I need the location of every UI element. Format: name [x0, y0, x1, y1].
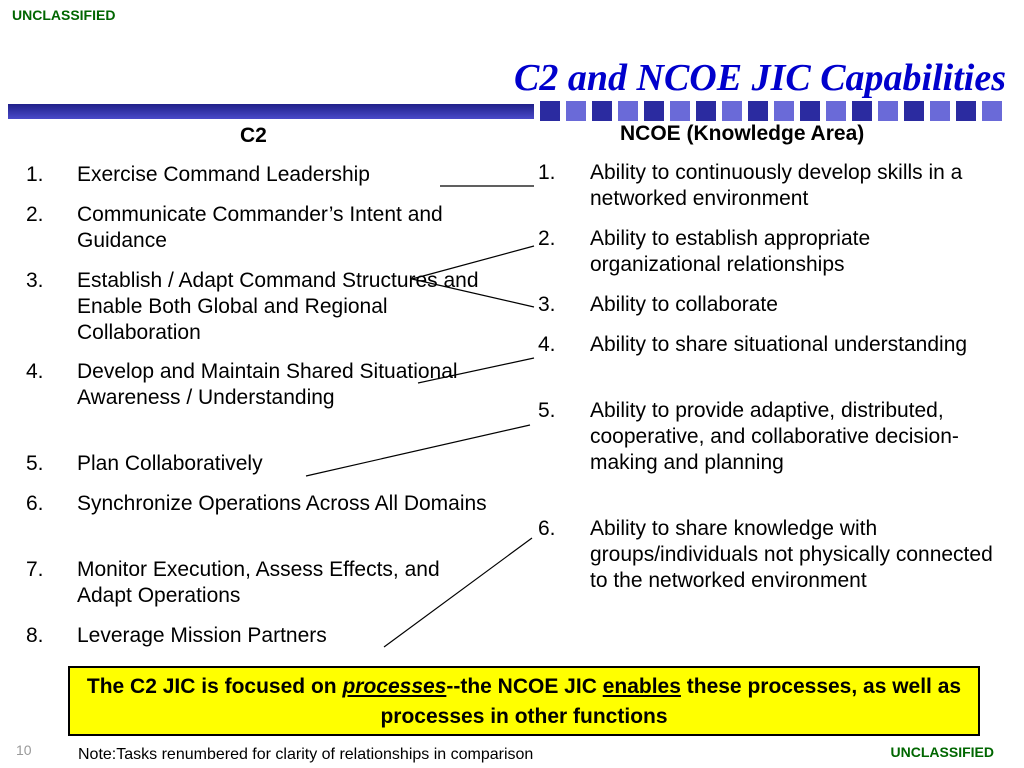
- ncoe-item-number: 2.: [538, 227, 556, 250]
- title-bar-square: [930, 101, 950, 121]
- c2-item-text: Establish / Adapt Command Structures and…: [77, 269, 479, 344]
- classification-bottom: UNCLASSIFIED: [890, 744, 994, 760]
- summary-text-part1: The C2 JIC is focused on: [86, 675, 343, 698]
- title-bar-square: [670, 101, 690, 121]
- title-bar-square: [592, 101, 612, 121]
- ncoe-item-text: Ability to continuously develop skills i…: [590, 161, 963, 210]
- ncoe-item-text: Ability to share situational understandi…: [590, 333, 968, 356]
- c2-item-number: 7.: [26, 558, 44, 581]
- summary-text-part3: these processes, as well as processes in…: [380, 675, 962, 728]
- ncoe-item-text: Ability to collaborate: [590, 293, 778, 316]
- c2-item-text: Monitor Execution, Assess Effects, and A…: [77, 558, 440, 607]
- c2-item-text: Develop and Maintain Shared Situational …: [77, 360, 458, 409]
- title-bar-square: [618, 101, 638, 121]
- title-bar-square: [644, 101, 664, 121]
- c2-item-text: Synchronize Operations Across All Domain…: [77, 492, 487, 515]
- title-bar-square: [982, 101, 1002, 121]
- connector-line: [417, 357, 535, 384]
- summary-emphasis-enables: enables: [602, 675, 681, 698]
- c2-item-number: 2.: [26, 203, 44, 226]
- title-bar-stripe: [8, 104, 534, 119]
- title-bar-square: [722, 101, 742, 121]
- title-bar-square: [774, 101, 794, 121]
- c2-item-number: 1.: [26, 163, 44, 186]
- title-bar-square: [566, 101, 586, 121]
- ncoe-item-number: 1.: [538, 161, 556, 184]
- ncoe-item-number: 3.: [538, 293, 556, 316]
- ncoe-item-text: Ability to establish appropriate organiz…: [590, 227, 871, 276]
- c2-item-text: Communicate Commander’s Intent and Guida…: [77, 203, 443, 252]
- title-bar-square: [826, 101, 846, 121]
- connector-line: [383, 537, 533, 648]
- ncoe-item-number: 5.: [538, 399, 556, 422]
- connector-line: [411, 245, 535, 280]
- summary-box: The C2 JIC is focused on processes--the …: [68, 666, 980, 736]
- c2-item-text: Leverage Mission Partners: [77, 624, 327, 647]
- title-bar-square: [904, 101, 924, 121]
- c2-item-number: 3.: [26, 269, 44, 292]
- c2-item-text: Plan Collaboratively: [77, 452, 263, 475]
- title-bar-square: [800, 101, 820, 121]
- ncoe-item-text: Ability to share knowledge with groups/i…: [590, 517, 993, 592]
- ncoe-item-number: 4.: [538, 333, 556, 356]
- slide-title: C2 and NCOE JIC Capabilities: [514, 57, 1006, 99]
- title-bar-square: [852, 101, 872, 121]
- c2-item-text: Exercise Command Leadership: [77, 163, 370, 186]
- ncoe-item-text: Ability to provide adaptive, distributed…: [590, 399, 959, 474]
- c2-heading: C2: [240, 124, 267, 147]
- footnote: Note:Tasks renumbered for clarity of rel…: [78, 746, 534, 763]
- title-bar-square: [540, 101, 560, 121]
- title-bar-square: [878, 101, 898, 121]
- page-number: 10: [16, 742, 32, 758]
- c2-item-number: 6.: [26, 492, 44, 515]
- c2-item-number: 4.: [26, 360, 44, 383]
- title-bar-square: [748, 101, 768, 121]
- connector-line: [411, 278, 535, 308]
- summary-text-part2: --the NCOE JIC: [446, 675, 603, 698]
- connector-line: [305, 424, 531, 477]
- summary-emphasis-processes: processes: [342, 675, 447, 698]
- title-bar-square: [956, 101, 976, 121]
- c2-item-number: 5.: [26, 452, 44, 475]
- c2-item-number: 8.: [26, 624, 44, 647]
- title-bar-square: [696, 101, 716, 121]
- classification-top: UNCLASSIFIED: [12, 7, 116, 23]
- ncoe-heading: NCOE (Knowledge Area): [620, 122, 865, 145]
- ncoe-item-number: 6.: [538, 517, 556, 540]
